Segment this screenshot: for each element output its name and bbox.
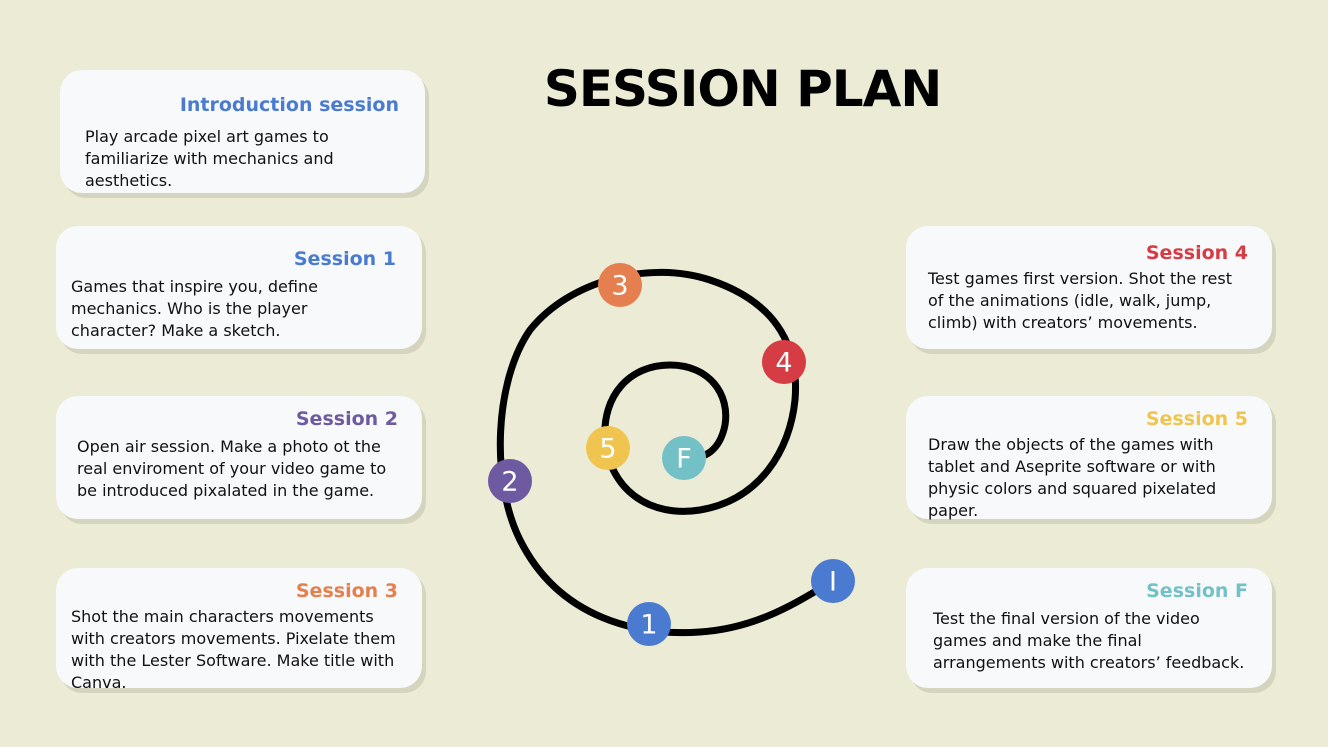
- card-text: Draw the objects of the games with table…: [928, 435, 1217, 520]
- spiral-node-f: F: [662, 436, 706, 480]
- card-heading: Introduction session: [179, 94, 399, 116]
- card-session-4: Session 4 Test games first version. Shot…: [906, 226, 1272, 349]
- card-session-1: Session 1 Games that inspire you, define…: [56, 226, 422, 349]
- spiral-path: [496, 268, 837, 637]
- spiral-node-circle: [811, 559, 855, 603]
- card-heading: Session 1: [293, 248, 396, 270]
- spiral-node-label: F: [676, 444, 692, 475]
- card-heading: Session 3: [295, 580, 398, 602]
- spiral-node-circle: [627, 602, 671, 646]
- card-session-2: Session 2 Open air session. Make a photo…: [56, 396, 422, 519]
- card-text: Shot the main characters movements with …: [71, 607, 396, 692]
- spiral-node-3: 3: [598, 263, 642, 307]
- spiral-node-label: 3: [611, 271, 628, 302]
- card-introduction-session: Introduction session Play arcade pixel a…: [60, 70, 425, 193]
- spiral-node-label: 4: [775, 348, 792, 379]
- card-text: Test games first version. Shot the rest …: [928, 269, 1232, 332]
- page-title: SESSION PLAN: [543, 60, 942, 118]
- spiral-node-label: 1: [640, 610, 657, 641]
- card-text: Play arcade pixel art games to familiari…: [85, 127, 334, 190]
- spiral-node-label: I: [829, 567, 837, 598]
- card-session-f: Session F Test the final version of the …: [906, 568, 1272, 688]
- spiral-node-circle: [598, 263, 642, 307]
- card-text: Test the final version of the video game…: [933, 609, 1245, 672]
- spiral-node-5: 5: [586, 426, 630, 470]
- spiral-node-1: 1: [627, 602, 671, 646]
- spiral-node-circle: [762, 340, 806, 384]
- spiral-node-2: 2: [488, 459, 532, 503]
- card-text: Games that inspire you, define mechanics…: [71, 277, 318, 340]
- spiral-node-circle: [488, 459, 532, 503]
- card-heading: Session 5: [1145, 408, 1248, 430]
- card-session-3: Session 3 Shot the main characters movem…: [56, 568, 422, 692]
- spiral-node-label: 2: [501, 467, 518, 498]
- card-text: Open air session. Make a photo ot the re…: [77, 437, 387, 500]
- card-heading: Session 2: [295, 408, 398, 430]
- spiral-node-circle: [662, 436, 706, 480]
- spiral-node-circle: [586, 426, 630, 470]
- card-heading: Session 4: [1145, 242, 1248, 264]
- card-session-5: Session 5 Draw the objects of the games …: [906, 396, 1272, 520]
- spiral-node-label: 5: [599, 434, 616, 465]
- card-heading: Session F: [1146, 580, 1248, 602]
- spiral-node-i: I: [811, 559, 855, 603]
- spiral-node-4: 4: [762, 340, 806, 384]
